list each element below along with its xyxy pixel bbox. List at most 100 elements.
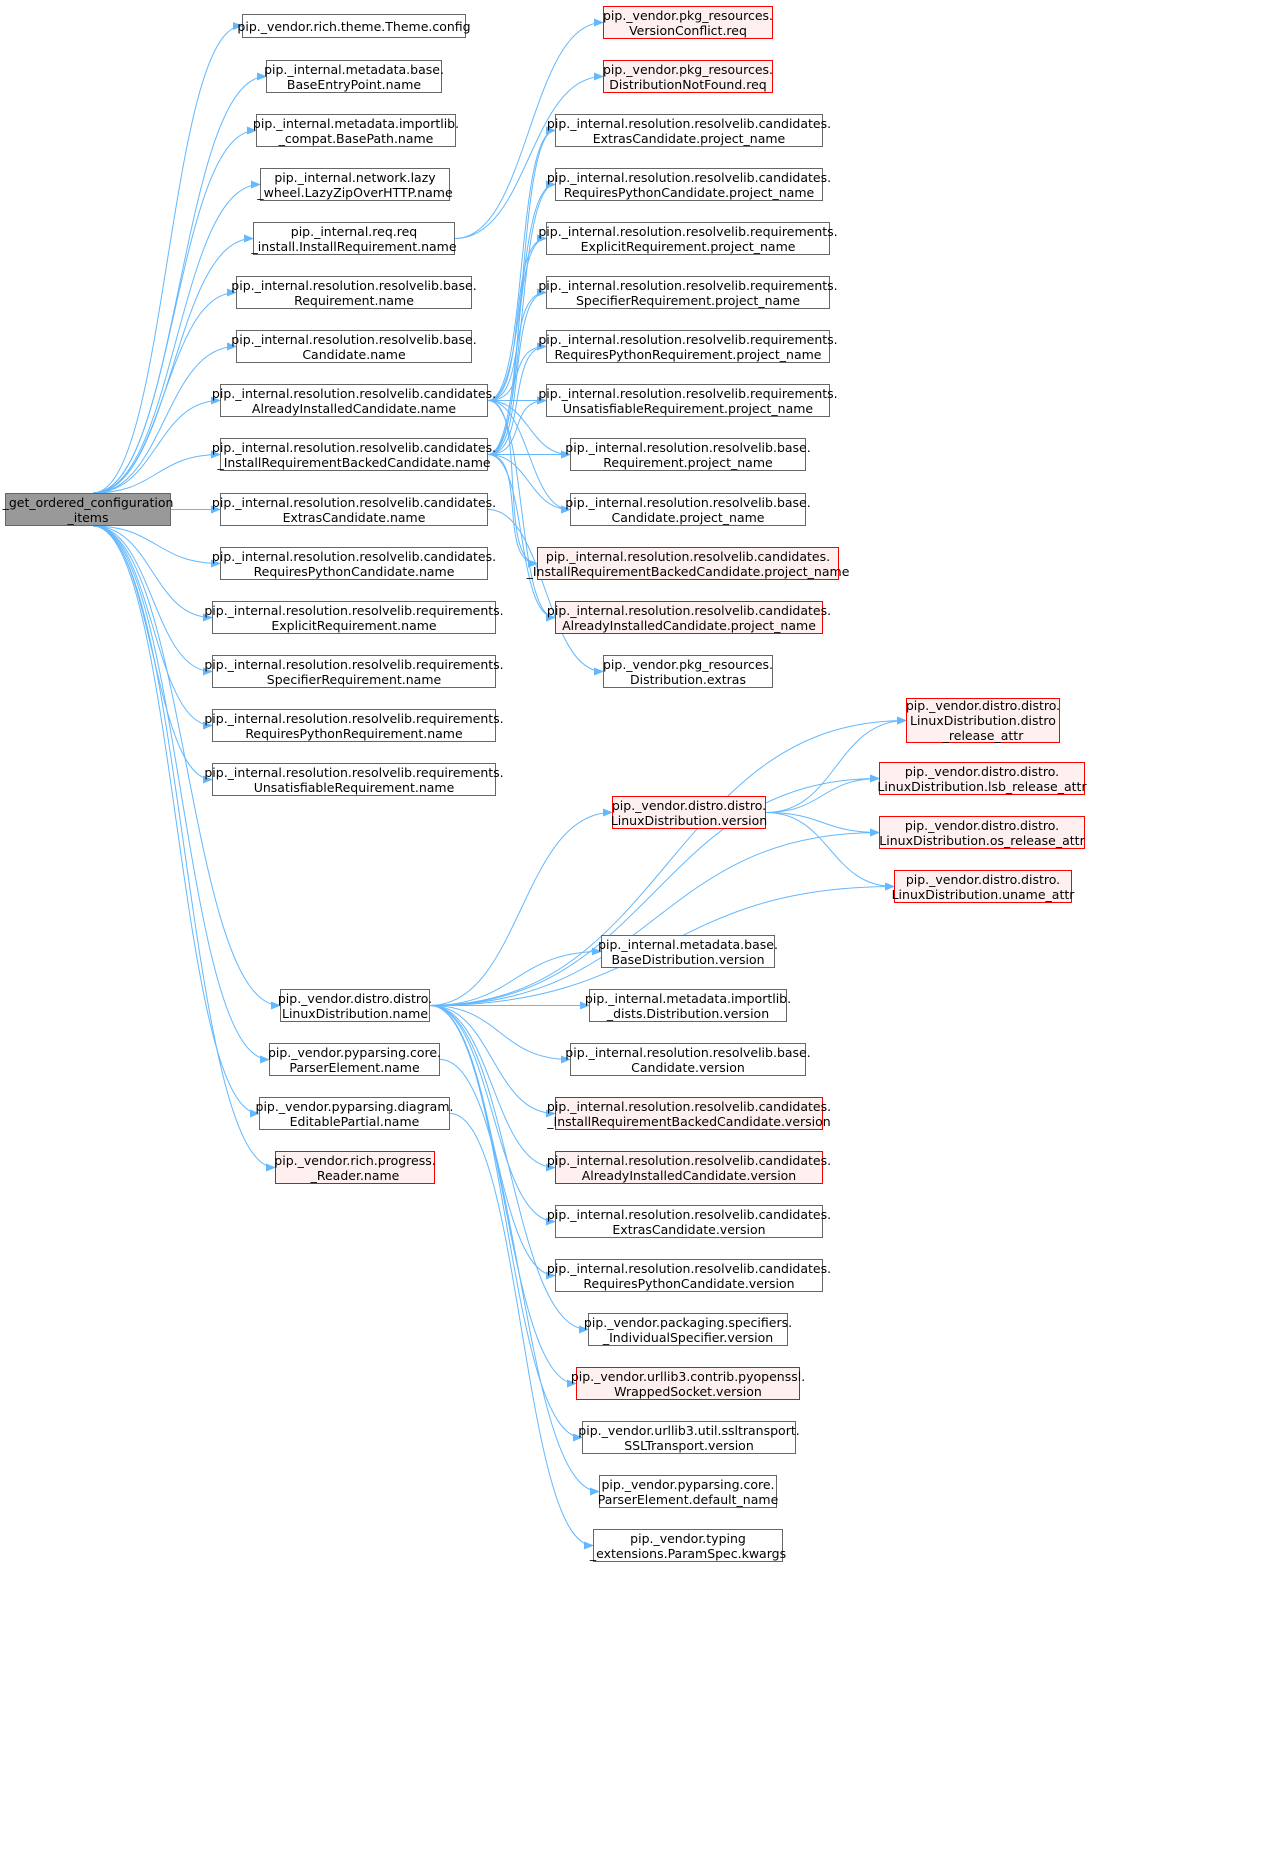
graph-node-pip-internal-resolution-resolvelib-candidates-requirespythoncandidate-version[interactable]: pip._internal.resolution.resolvelib.cand… <box>547 1259 831 1292</box>
node-label-line: Candidate.name <box>302 346 406 362</box>
graph-node-pip-internal-resolution-resolvelib-requirements-specifierrequirement-name[interactable]: pip._internal.resolution.resolvelib.requ… <box>204 655 504 688</box>
graph-node-pip-internal-resolution-resolvelib-candidates-requirespythoncandidate-project-name[interactable]: pip._internal.resolution.resolvelib.cand… <box>547 168 831 201</box>
graph-node-pip-internal-resolution-resolvelib-requirements-unsatisfiablerequirement-project-name[interactable]: pip._internal.resolution.resolvelib.requ… <box>538 384 838 417</box>
graph-node-pip-internal-resolution-resolvelib-candidates-alreadyinstalledcandidate-project-name[interactable]: pip._internal.resolution.resolvelib.cand… <box>547 601 831 634</box>
node-label-line: UnsatisfiableRequirement.project_name <box>562 400 814 416</box>
graph-node-pip-internal-resolution-resolvelib-requirements-specifierrequirement-project-name[interactable]: pip._internal.resolution.resolvelib.requ… <box>538 276 838 309</box>
graph-node-pip-internal-metadata-importlib-dists-distribution-version[interactable]: pip._internal.metadata.importlib._dists.… <box>585 989 791 1022</box>
node-label-line: pip._internal.resolution.resolvelib.cand… <box>546 1206 832 1222</box>
graph-node-pip-internal-resolution-resolvelib-candidates-installrequirementbackedcandidate-project-name[interactable]: pip._internal.resolution.resolvelib.cand… <box>527 547 849 580</box>
graph-node-pip-internal-resolution-resolvelib-requirements-explicitrequirement-project-name[interactable]: pip._internal.resolution.resolvelib.requ… <box>538 222 838 255</box>
graph-node-pip-vendor-pyparsing-core-parserelement-default-name[interactable]: pip._vendor.pyparsing.core.ParserElement… <box>597 1475 779 1508</box>
graph-node-pip-internal-resolution-resolvelib-candidates-installrequirementbackedcandidate-name[interactable]: pip._internal.resolution.resolvelib.cand… <box>212 438 496 471</box>
edge-root-to-a1 <box>92 22 243 494</box>
node-label-line: pip._internal.resolution.resolvelib.requ… <box>204 602 504 618</box>
edge-root-to-a12 <box>92 525 213 622</box>
graph-node-pip-vendor-pkg-resources-distribution-extras[interactable]: pip._vendor.pkg_resources.Distribution.e… <box>603 655 773 688</box>
graph-node-pip-internal-req-req-install-installrequirement-name[interactable]: pip._internal.req.req_install.InstallReq… <box>251 222 457 255</box>
edge-a9-to-b3 <box>487 126 556 455</box>
node-label-line: _items <box>67 509 109 525</box>
graph-node-pip-internal-resolution-resolvelib-candidates-extrascandidate-version[interactable]: pip._internal.resolution.resolvelib.cand… <box>547 1205 831 1238</box>
graph-node-pip-vendor-urllib3-contrib-pyopenssl-wrappedsocket-version[interactable]: pip._vendor.urllib3.contrib.pyopenssl.Wr… <box>571 1367 805 1400</box>
node-label-line: RequiresPythonCandidate.version <box>583 1275 795 1291</box>
graph-node-pip-internal-resolution-resolvelib-base-candidate-project-name[interactable]: pip._internal.resolution.resolvelib.base… <box>565 493 811 526</box>
graph-node-pip-vendor-pkg-resources-distributionnotfound-req[interactable]: pip._vendor.pkg_resources.DistributionNo… <box>603 60 773 93</box>
node-label-line: AlreadyInstalledCandidate.name <box>251 400 457 416</box>
edge-root-to-a9 <box>92 450 221 494</box>
node-label-line: pip._internal.resolution.resolvelib.cand… <box>546 602 832 618</box>
node-label-line: pip._internal.resolution.resolvelib.requ… <box>538 277 838 293</box>
node-label-line: LinuxDistribution.uname_attr <box>891 886 1075 902</box>
graph-node-pip-vendor-pyparsing-diagram-editablepartial-name[interactable]: pip._vendor.pyparsing.diagram.EditablePa… <box>256 1097 453 1130</box>
node-label-line: _get_ordered_configuration <box>2 494 174 510</box>
node-label-line: pip._vendor.typing <box>630 1530 746 1546</box>
edge-root-to-a8 <box>92 396 221 494</box>
node-label-line: pip._internal.network.lazy <box>274 169 436 185</box>
node-label-line: LinuxDistribution.name <box>281 1005 429 1021</box>
node-label-line: pip._internal.resolution.resolvelib.requ… <box>204 764 504 780</box>
node-label-line: Candidate.version <box>631 1059 745 1075</box>
node-label-line: LinuxDistribution.os_release_attr <box>879 832 1085 848</box>
graph-node-pip-vendor-urllib3-util-ssltransport-ssltransport-version[interactable]: pip._vendor.urllib3.util.ssltransport.SS… <box>578 1421 800 1454</box>
node-label-line: pip._vendor.distro.distro. <box>904 817 1060 833</box>
graph-node-pip-internal-resolution-resolvelib-requirements-requirespythonrequirement-project-name[interactable]: pip._internal.resolution.resolvelib.requ… <box>538 330 838 363</box>
graph-node-pip-vendor-pyparsing-core-parserelement-name[interactable]: pip._vendor.pyparsing.core.ParserElement… <box>268 1043 441 1076</box>
edge-a10-to-b13 <box>487 509 604 676</box>
graph-node-pip-vendor-distro-distro-linuxdistribution-distro-release-attr[interactable]: pip._vendor.distro.distro.LinuxDistribut… <box>906 698 1060 743</box>
graph-node-pip-internal-resolution-resolvelib-base-requirement-project-name[interactable]: pip._internal.resolution.resolvelib.base… <box>565 438 811 471</box>
node-label-line: _install.InstallRequirement.name <box>251 238 457 254</box>
graph-node-pip-vendor-distro-distro-linuxdistribution-version[interactable]: pip._vendor.distro.distro.LinuxDistribut… <box>611 796 767 829</box>
graph-node-pip-internal-resolution-resolvelib-candidates-extrascandidate-name[interactable]: pip._internal.resolution.resolvelib.cand… <box>212 493 496 526</box>
graph-node-pip-internal-resolution-resolvelib-base-requirement-name[interactable]: pip._internal.resolution.resolvelib.base… <box>231 276 477 309</box>
graph-node-pip-vendor-typing-extensions-paramspec-kwargs[interactable]: pip._vendor.typing_extensions.ParamSpec.… <box>590 1529 786 1562</box>
graph-node-pip-vendor-distro-distro-linuxdistribution-lsb-release-attr[interactable]: pip._vendor.distro.distro.LinuxDistribut… <box>877 762 1087 795</box>
node-label-line: _InstallRequirementBackedCandidate.proje… <box>526 563 850 579</box>
graph-node-pip-vendor-distro-distro-linuxdistribution-name[interactable]: pip._vendor.distro.distro.LinuxDistribut… <box>278 989 432 1022</box>
edge-a9-to-b12 <box>487 454 556 622</box>
graph-node-pip-internal-resolution-resolvelib-requirements-explicitrequirement-name[interactable]: pip._internal.resolution.resolvelib.requ… <box>204 601 504 634</box>
graph-node-pip-internal-network-lazy-wheel-lazyzipoverhttp-name[interactable]: pip._internal.network.lazy_wheel.LazyZip… <box>257 168 453 201</box>
node-label-line: pip._vendor.distro.distro. <box>611 797 767 813</box>
graph-node-pip-internal-resolution-resolvelib-base-candidate-name[interactable]: pip._internal.resolution.resolvelib.base… <box>231 330 477 363</box>
graph-node-pip-vendor-distro-distro-linuxdistribution-uname-attr[interactable]: pip._vendor.distro.distro.LinuxDistribut… <box>891 870 1075 903</box>
graph-node-pip-vendor-rich-theme-theme-config[interactable]: pip._vendor.rich.theme.Theme.config <box>237 14 471 38</box>
node-label-line: ExtrasCandidate.version <box>612 1221 766 1237</box>
node-label-line: _dists.Distribution.version <box>606 1005 770 1021</box>
graph-node-pip-internal-resolution-resolvelib-base-candidate-version[interactable]: pip._internal.resolution.resolvelib.base… <box>565 1043 811 1076</box>
edge-a16-to-c4 <box>429 828 880 1006</box>
graph-node-pip-internal-resolution-resolvelib-candidates-requirespythoncandidate-name[interactable]: pip._internal.resolution.resolvelib.cand… <box>212 547 496 580</box>
graph-node-pip-vendor-packaging-specifiers-individualspecifier-version[interactable]: pip._vendor.packaging.specifiers._Indivi… <box>584 1313 792 1346</box>
node-label-line: Requirement.project_name <box>603 454 773 470</box>
node-label-line: pip._internal.resolution.resolvelib.base… <box>565 1044 811 1060</box>
graph-node-pip-internal-resolution-resolvelib-requirements-unsatisfiablerequirement-name[interactable]: pip._internal.resolution.resolvelib.requ… <box>204 763 504 796</box>
node-label-line: pip._internal.resolution.resolvelib.cand… <box>211 548 497 564</box>
node-label-line: pip._internal.resolution.resolvelib.requ… <box>538 223 838 239</box>
graph-node-pip-internal-metadata-importlib-compat-basepath-name[interactable]: pip._internal.metadata.importlib._compat… <box>253 114 459 147</box>
edge-root-to-a7 <box>92 342 237 494</box>
graph-node-pip-vendor-pkg-resources-versionconflict-req[interactable]: pip._vendor.pkg_resources.VersionConflic… <box>603 6 773 39</box>
node-label-line: pip._internal.resolution.resolvelib.base… <box>565 439 811 455</box>
graph-node-pip-internal-resolution-resolvelib-requirements-requirespythonrequirement-name[interactable]: pip._internal.resolution.resolvelib.requ… <box>204 709 504 742</box>
node-label-line: pip._vendor.pkg_resources. <box>602 656 774 672</box>
graph-node-pip-internal-metadata-base-baseentrypoint-name[interactable]: pip._internal.metadata.base.BaseEntryPoi… <box>264 60 444 93</box>
graph-node-pip-internal-resolution-resolvelib-candidates-extrascandidate-project-name[interactable]: pip._internal.resolution.resolvelib.cand… <box>547 114 831 147</box>
edge-a8-to-b9 <box>487 400 571 459</box>
edge-a9-to-b5 <box>487 234 547 455</box>
graph-node-pip-vendor-distro-distro-linuxdistribution-os-release-attr[interactable]: pip._vendor.distro.distro.LinuxDistribut… <box>879 816 1085 849</box>
graph-node-pip-internal-resolution-resolvelib-candidates-installrequirementbackedcandidate-version[interactable]: pip._internal.resolution.resolvelib.cand… <box>547 1097 831 1130</box>
node-label-line: pip._vendor.rich.progress. <box>274 1152 436 1168</box>
graph-node-pip-internal-resolution-resolvelib-candidates-alreadyinstalledcandidate-name[interactable]: pip._internal.resolution.resolvelib.cand… <box>212 384 496 417</box>
node-label-line: pip._vendor.distro.distro. <box>905 871 1061 887</box>
node-label-line: ParserElement.default_name <box>597 1491 779 1507</box>
node-label-line: LinuxDistribution.lsb_release_attr <box>877 778 1087 794</box>
edge-a16-to-c9 <box>429 1005 556 1118</box>
graph-node-pip-internal-resolution-resolvelib-candidates-alreadyinstalledcandidate-version[interactable]: pip._internal.resolution.resolvelib.cand… <box>547 1151 831 1184</box>
node-label-line: EditablePartial.name <box>289 1113 420 1129</box>
graph-node-get-ordered-configuration-items[interactable]: _get_ordered_configuration_items <box>2 493 174 526</box>
node-label-line: pip._internal.resolution.resolvelib.requ… <box>204 656 504 672</box>
node-label-line: pip._internal.resolution.resolvelib.cand… <box>546 115 832 131</box>
graph-node-pip-internal-metadata-base-basedistribution-version[interactable]: pip._internal.metadata.base.BaseDistribu… <box>598 935 778 968</box>
graph-node-pip-vendor-rich-progress-reader-name[interactable]: pip._vendor.rich.progress._Reader.name <box>274 1151 436 1184</box>
node-label-line: pip._internal.resolution.resolvelib.cand… <box>546 169 832 185</box>
